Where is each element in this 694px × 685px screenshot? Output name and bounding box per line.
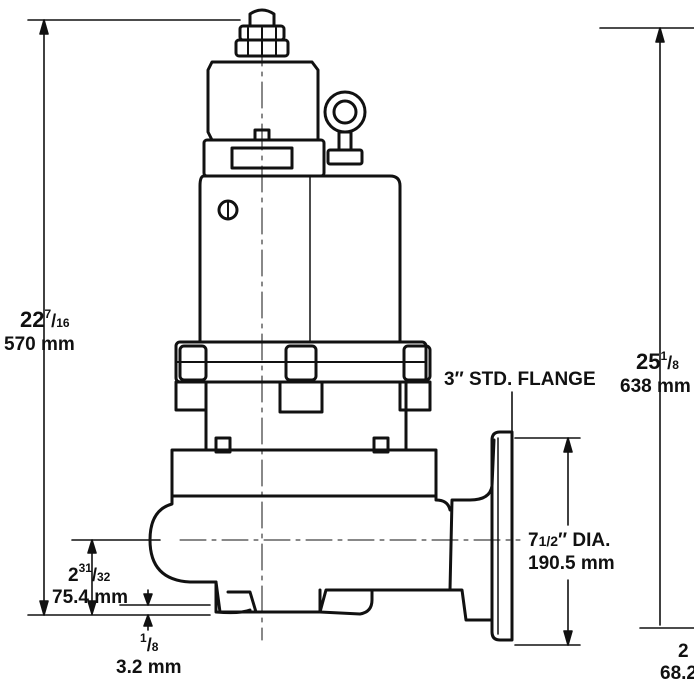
left-height-den: 16 <box>56 316 70 330</box>
cable-gland <box>234 8 290 58</box>
clearance-num: 1 <box>140 631 147 645</box>
inlet-height-num: 31 <box>78 561 92 575</box>
flange-dia-frac: 1/2 <box>538 533 559 549</box>
inlet-height-whole: 2 <box>68 565 79 586</box>
right-height-whole: 25 <box>636 349 661 374</box>
right-height-metric: 638 mm <box>620 376 691 397</box>
left-height-metric: 570 mm <box>4 334 75 355</box>
flange-dia-label: 71/2″ DIA. 190.5 mm <box>526 530 617 574</box>
motor-flange <box>174 340 432 414</box>
volute-casing <box>148 438 496 622</box>
clearance-dimension-line <box>119 589 211 631</box>
inlet-height-den: 32 <box>96 570 111 584</box>
flange-label: 3″ STD. FLANGE <box>444 369 596 390</box>
inlet-height-label: 231/32 75.4 mm <box>52 561 129 608</box>
right-bottom-metric: 68.2 <box>660 663 694 684</box>
right-height-num: 1 <box>660 349 668 363</box>
clearance-den: 8 <box>151 640 159 654</box>
upper-cap <box>206 60 320 142</box>
flange-dia-suffix: ″ DIA. <box>558 530 611 551</box>
left-height-label: 227/16 570 mm <box>4 307 75 355</box>
right-dimension-line <box>599 27 694 629</box>
lifting-eye <box>323 90 367 166</box>
discharge-flange <box>490 430 514 642</box>
left-height-whole: 22 <box>20 307 45 332</box>
flange-dia-whole: 7 <box>528 530 539 551</box>
left-height-num: 7 <box>44 307 52 321</box>
left-dimension-line <box>27 19 241 616</box>
clearance-metric: 3.2 mm <box>116 657 182 678</box>
flange-dimension-line <box>514 437 581 646</box>
flange-dia-metric: 190.5 mm <box>528 553 615 574</box>
inlet-height-metric: 75.4 mm <box>52 587 129 608</box>
motor-housing <box>198 138 402 344</box>
right-bottom-whole: 2 <box>678 641 689 662</box>
intermediate-body <box>204 380 408 454</box>
right-bottom-cut-label: 2 68.2 <box>660 642 694 683</box>
right-height-den: 8 <box>672 358 679 372</box>
clearance-label: 1/8 3.2 mm <box>116 631 182 678</box>
right-height-label: 251/8 638 mm <box>620 349 691 397</box>
inlet-dimension-line <box>71 539 161 615</box>
